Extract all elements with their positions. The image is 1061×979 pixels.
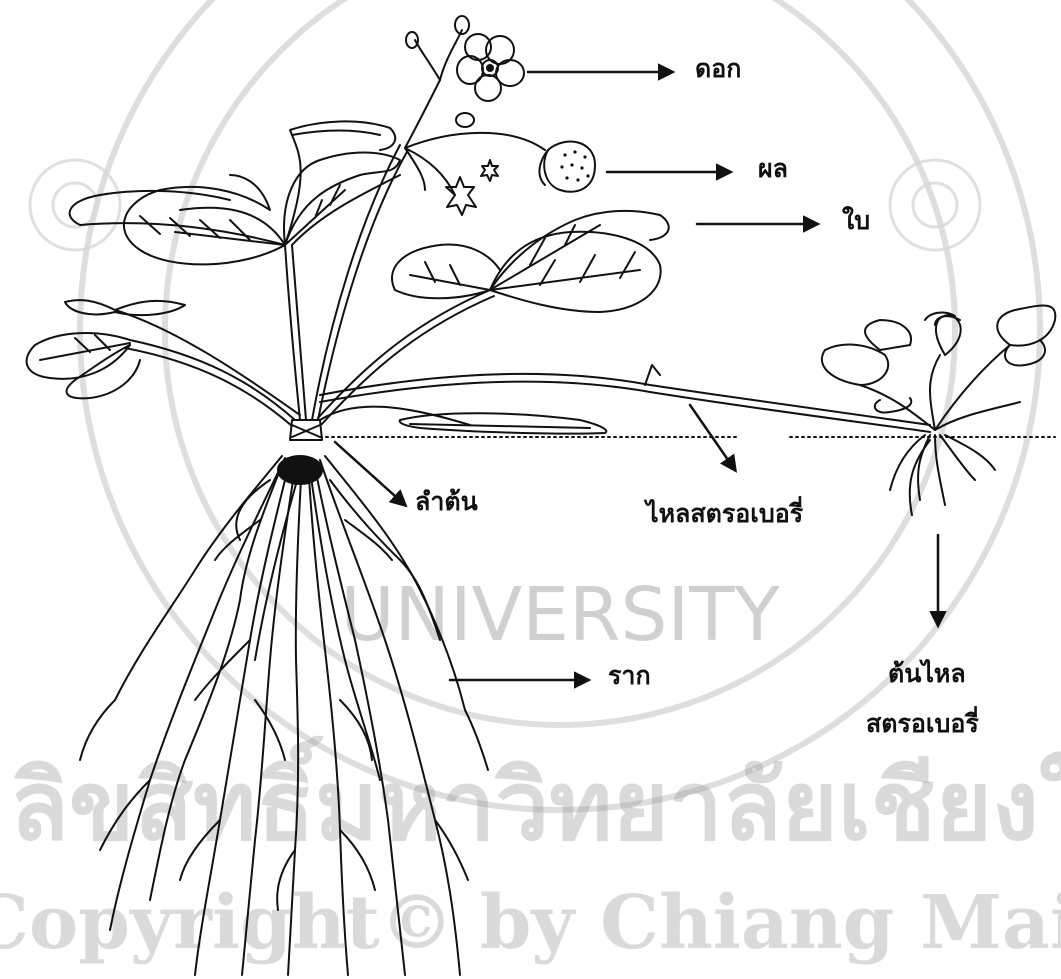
- arrow-stem: [335, 442, 405, 505]
- leaves-right-cluster: [392, 211, 669, 312]
- leaves-left-lower: [27, 300, 185, 398]
- daughter-plant: [822, 306, 1055, 515]
- roots: [80, 456, 488, 975]
- label-daughter-plant-line2: สตรอเบอรี่: [866, 710, 979, 739]
- flower-buds: [406, 16, 498, 215]
- runner-stolon: [320, 365, 930, 432]
- label-fruit: ผล: [758, 155, 788, 184]
- label-flower: ดอก: [695, 55, 741, 84]
- crown: [290, 420, 322, 440]
- ground-leaf: [400, 413, 607, 433]
- fruit: [539, 142, 595, 192]
- flower-stalks: [405, 30, 545, 195]
- label-runner: ไหลสตรอเบอรี่: [646, 500, 803, 529]
- leaves-left-cluster: [70, 121, 400, 264]
- label-daughter-plant-line1: ต้นไหล: [888, 660, 966, 689]
- label-stem: ลำต้น: [415, 488, 478, 517]
- flower: [457, 34, 524, 101]
- label-leaf: ใบ: [842, 207, 870, 236]
- label-root: ราก: [608, 662, 651, 691]
